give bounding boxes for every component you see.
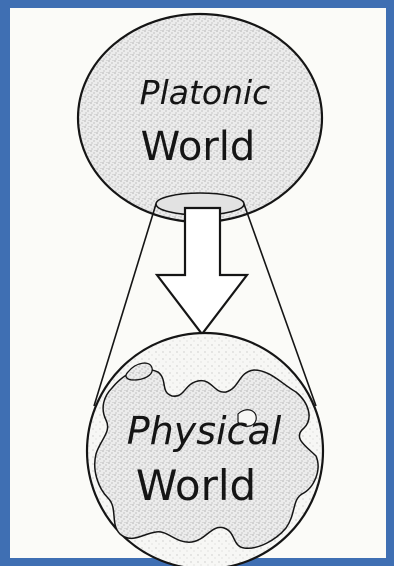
physical-label-line2: World (136, 461, 256, 510)
platonic-label-line2: World (141, 124, 256, 170)
platonic-label-line1: Platonic (140, 73, 271, 112)
platonic-world-sphere: Platonic World (78, 14, 322, 222)
physical-world-sphere: Physical World (87, 333, 323, 566)
physical-label-line1: Physical (127, 409, 282, 453)
continent-shape (95, 369, 318, 548)
down-arrow-icon (157, 208, 247, 334)
